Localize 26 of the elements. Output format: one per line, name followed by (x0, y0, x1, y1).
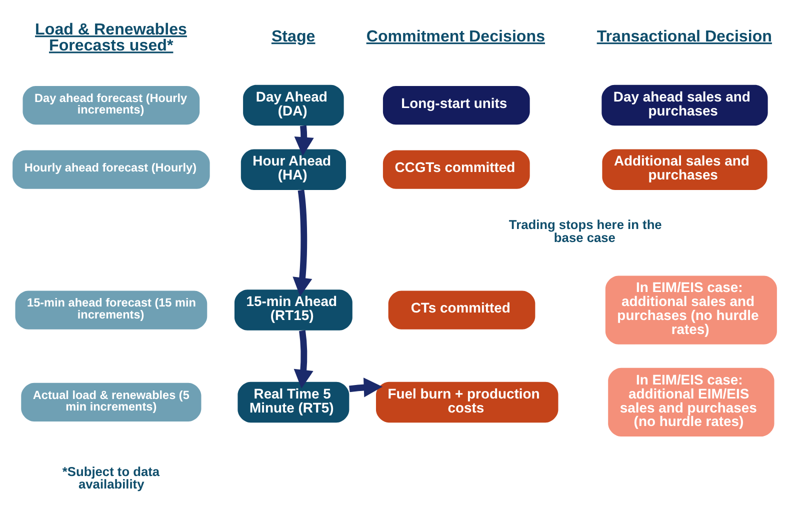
node-box: Additional sales and purchases (602, 148, 768, 190)
node-box: Hour Ahead (HA) (240, 148, 346, 190)
node-box: Fuel burn + production costs (376, 381, 558, 422)
node-box: 15-min ahead forecast (15 min increments) (15, 290, 208, 329)
node-box: Long-start units (382, 85, 530, 124)
arrow (292, 189, 312, 296)
arrow (349, 377, 383, 397)
node-box: 15-min Ahead (RT15) (234, 289, 352, 330)
label: Transactional Decision (596, 26, 772, 45)
arrow (294, 124, 314, 156)
node-box: Hourly ahead forecast (Hourly) (12, 150, 210, 188)
node-box: CCGTs committed (382, 150, 530, 188)
node-box: In EIM/EIS case: additional EIM/EIS sales and purchases (no hurdle rates) (608, 367, 774, 436)
node-box: CTs committed (388, 290, 536, 329)
arrow (294, 330, 314, 388)
node-box: Day Ahead (DA) (243, 84, 344, 126)
node-box: Real Time 5 Minute (RT5) (238, 381, 350, 422)
label: *Subject to data availability (62, 463, 160, 492)
node-box: Day ahead forecast (Hourly increments) (22, 85, 200, 124)
node-box: Actual load & renewables (5 min increments) (21, 382, 202, 422)
label: Load & Renewables Forecasts used* (35, 20, 187, 54)
node-box: In EIM/EIS case: additional sales and purchases (no hurdle rates) (605, 275, 777, 344)
label: Commitment Decisions (366, 26, 546, 45)
label: Stage (271, 26, 316, 45)
node-box: Day ahead sales and purchases (602, 84, 768, 126)
label: Trading stops here in the base case (508, 216, 662, 245)
